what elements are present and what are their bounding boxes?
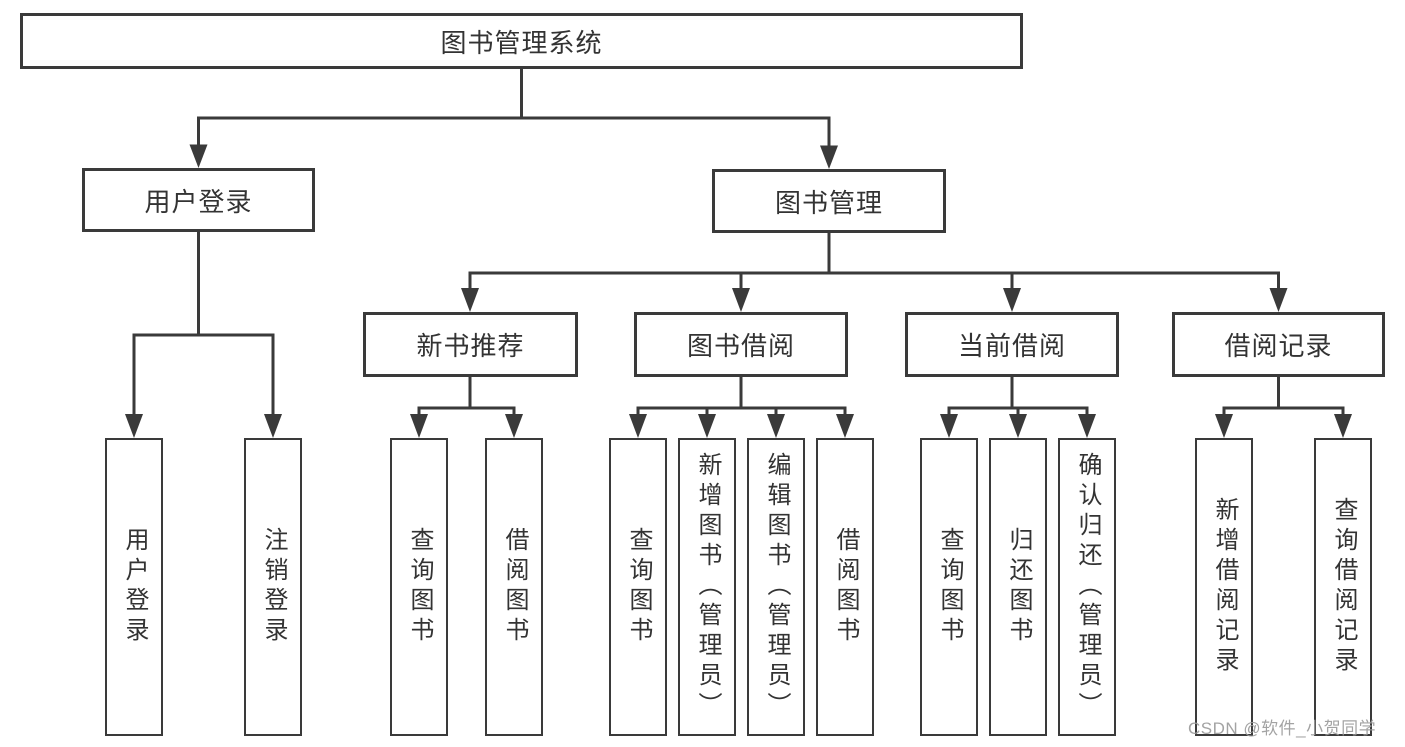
- node-label: 用户登录: [144, 186, 253, 217]
- node-label: 借阅记录: [1224, 331, 1333, 361]
- node-label: 图书借阅: [686, 331, 795, 361]
- leaf-query-books-borrowing: 查询图书: [609, 438, 667, 736]
- node-label: 当前借阅: [957, 331, 1066, 361]
- node-label: 查询图书: [936, 527, 963, 647]
- leaf-confirm-return-admin: 确认归还（管理员）: [1058, 438, 1116, 736]
- node-label: 图书管理系统: [440, 27, 603, 58]
- node-label: 借阅图书: [832, 527, 859, 647]
- leaf-edit-book-admin: 编辑图书（管理员）: [747, 438, 805, 736]
- node-label: 新书推荐: [416, 331, 525, 361]
- leaf-add-book-admin: 新增图书（管理员）: [678, 438, 736, 736]
- node-label: 归还图书: [1005, 527, 1032, 647]
- node-label: 借阅图书: [501, 527, 528, 647]
- leaf-user-login: 用户登录: [105, 438, 163, 736]
- leaf-add-borrow-record: 新增借阅记录: [1195, 438, 1253, 736]
- node-label: 确认归还（管理员）: [1074, 452, 1101, 722]
- leaf-borrow-books: 借阅图书: [816, 438, 874, 736]
- leaf-query-books-recommend: 查询图书: [390, 438, 448, 736]
- node-label: 注销登录: [260, 527, 287, 647]
- node-current-borrowing: 当前借阅: [905, 312, 1119, 377]
- node-root-library-system: 图书管理系统: [20, 13, 1023, 69]
- node-label: 编辑图书（管理员）: [763, 452, 790, 722]
- node-label: 查询图书: [406, 527, 433, 647]
- node-label: 查询借阅记录: [1330, 497, 1357, 677]
- leaf-logout: 注销登录: [244, 438, 302, 736]
- watermark-text: CSDN @软件_小贺同学: [1188, 719, 1377, 738]
- node-new-book-recommend: 新书推荐: [363, 312, 578, 377]
- node-label: 用户登录: [121, 527, 148, 647]
- node-label: 新增借阅记录: [1211, 497, 1238, 677]
- node-user-login: 用户登录: [82, 168, 315, 232]
- node-label: 图书管理: [774, 187, 883, 218]
- leaf-return-book: 归还图书: [989, 438, 1047, 736]
- node-label: 新增图书（管理员）: [694, 452, 721, 722]
- leaf-query-borrow-record: 查询借阅记录: [1314, 438, 1372, 736]
- node-borrowing-records: 借阅记录: [1172, 312, 1385, 377]
- leaf-borrow-books-recommend: 借阅图书: [485, 438, 543, 736]
- csdn-watermark: CSDN @软件_小贺同学: [1188, 714, 1376, 739]
- node-book-borrowing: 图书借阅: [634, 312, 848, 377]
- node-label: 查询图书: [625, 527, 652, 647]
- leaf-query-books-current: 查询图书: [920, 438, 978, 736]
- node-book-management: 图书管理: [712, 169, 946, 233]
